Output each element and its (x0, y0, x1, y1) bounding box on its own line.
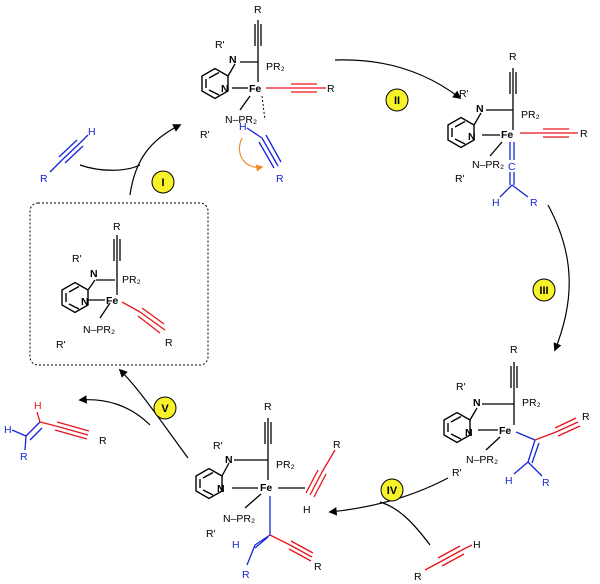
svg-text:R: R (40, 173, 48, 185)
complex-alkenyl: N N R' R PR₂ Fe N–PR₂ R' H R R (443, 344, 590, 489)
svg-text:PR₂: PR₂ (122, 274, 141, 286)
svg-text:H: H (505, 475, 513, 487)
step-badge-II: II (385, 88, 409, 112)
svg-text:N: N (90, 268, 98, 280)
svg-text:R': R' (455, 173, 465, 185)
arrow-step-III (547, 204, 570, 352)
svg-text:PR₂: PR₂ (266, 61, 285, 73)
svg-text:N: N (465, 427, 473, 439)
svg-text:R': R' (206, 528, 216, 540)
svg-text:IV: IV (387, 485, 398, 497)
svg-text:R': R' (56, 339, 66, 351)
catalyst-dotted-box (29, 202, 209, 366)
svg-text:H: H (232, 539, 240, 551)
svg-text:N: N (81, 296, 89, 308)
complex-top: N N R' R PR₂ Fe N–PR₂ R' R H R (200, 4, 335, 185)
svg-text:R: R (20, 451, 28, 463)
svg-text:N: N (473, 397, 481, 409)
svg-text:R: R (327, 83, 335, 95)
svg-text:N–PR₂: N–PR₂ (472, 159, 504, 171)
svg-text:N–PR₂: N–PR₂ (83, 324, 115, 336)
svg-text:R': R' (459, 88, 469, 100)
svg-text:R': R' (213, 440, 223, 452)
svg-text:R: R (242, 569, 250, 581)
svg-text:II: II (394, 95, 400, 107)
alkyne-reagent-step-I (49, 134, 89, 173)
svg-text:PR₂: PR₂ (276, 459, 295, 471)
svg-text:R: R (509, 51, 517, 63)
svg-text:Fe: Fe (501, 129, 513, 141)
arrow-step-I (129, 124, 182, 196)
svg-text:R': R' (456, 381, 466, 393)
enyne-product: H H R R (4, 400, 107, 463)
step-badge-IV: IV (380, 478, 404, 502)
svg-text:H: H (4, 424, 12, 436)
svg-text:R: R (510, 344, 518, 356)
svg-text:H: H (303, 504, 311, 516)
svg-text:R': R' (72, 253, 82, 265)
svg-text:H: H (239, 121, 247, 133)
arrow-step-IV-reagent (379, 501, 431, 546)
alkyne-reagent-step-IV (424, 544, 473, 571)
step-badge-V: V (153, 396, 177, 420)
cycle-arrows (78, 59, 570, 546)
catalyst-complex: N N R' Fe R PR₂ N–PR₂ R' R (29, 202, 209, 366)
svg-text:III: III (539, 285, 548, 297)
svg-text:R: R (264, 401, 272, 413)
arrow-step-V (118, 368, 189, 459)
svg-text:N: N (476, 103, 484, 115)
svg-text:N: N (225, 454, 233, 466)
svg-text:N–PR₂: N–PR₂ (223, 513, 255, 525)
svg-text:Fe: Fe (260, 482, 272, 494)
svg-text:R: R (113, 221, 121, 233)
svg-text:PR₂: PR₂ (522, 397, 541, 409)
svg-text:PR₂: PR₂ (521, 109, 540, 121)
svg-text:R': R' (452, 467, 462, 479)
svg-text:N: N (468, 131, 476, 143)
svg-text:R': R' (200, 129, 210, 141)
arrow-step-II (334, 59, 462, 100)
svg-text:R: R (165, 337, 173, 349)
svg-text:I: I (161, 177, 164, 189)
complex-bottom: N N R' R PR₂ Fe N–PR₂ R' R H H R (195, 401, 341, 581)
svg-text:R: R (333, 439, 341, 451)
svg-text:Fe: Fe (249, 83, 261, 95)
svg-text:N: N (217, 483, 225, 495)
svg-text:R: R (580, 128, 588, 140)
svg-text:H: H (492, 197, 500, 209)
svg-text:R: R (582, 411, 590, 423)
step-badge-I: I (151, 170, 175, 194)
svg-text:R: R (542, 477, 550, 489)
svg-text:N: N (229, 54, 237, 66)
svg-text:R: R (99, 435, 107, 447)
svg-text:C: C (508, 161, 516, 173)
orange-curved-arrow (238, 137, 264, 172)
arrow-step-V-product (78, 395, 151, 426)
svg-text:R: R (314, 561, 322, 573)
svg-text:Fe: Fe (499, 425, 511, 437)
svg-text:V: V (161, 403, 169, 415)
svg-text:H: H (34, 400, 42, 412)
step-badge-III: III (532, 278, 556, 302)
svg-text:R': R' (215, 39, 225, 51)
svg-text:R: R (276, 173, 284, 185)
svg-text:N–PR₂: N–PR₂ (225, 114, 257, 126)
svg-text:H: H (473, 539, 481, 551)
svg-text:R: R (414, 571, 422, 583)
arrow-step-I-reagent (79, 164, 141, 171)
svg-text:R: R (254, 4, 262, 16)
complex-vinylidene: N N R' R PR₂ Fe N–PR₂ R' R C H (447, 51, 588, 209)
svg-text:N–PR₂: N–PR₂ (466, 454, 498, 466)
svg-text:H: H (88, 126, 96, 138)
svg-text:N: N (221, 83, 229, 95)
svg-text:R: R (530, 197, 538, 209)
